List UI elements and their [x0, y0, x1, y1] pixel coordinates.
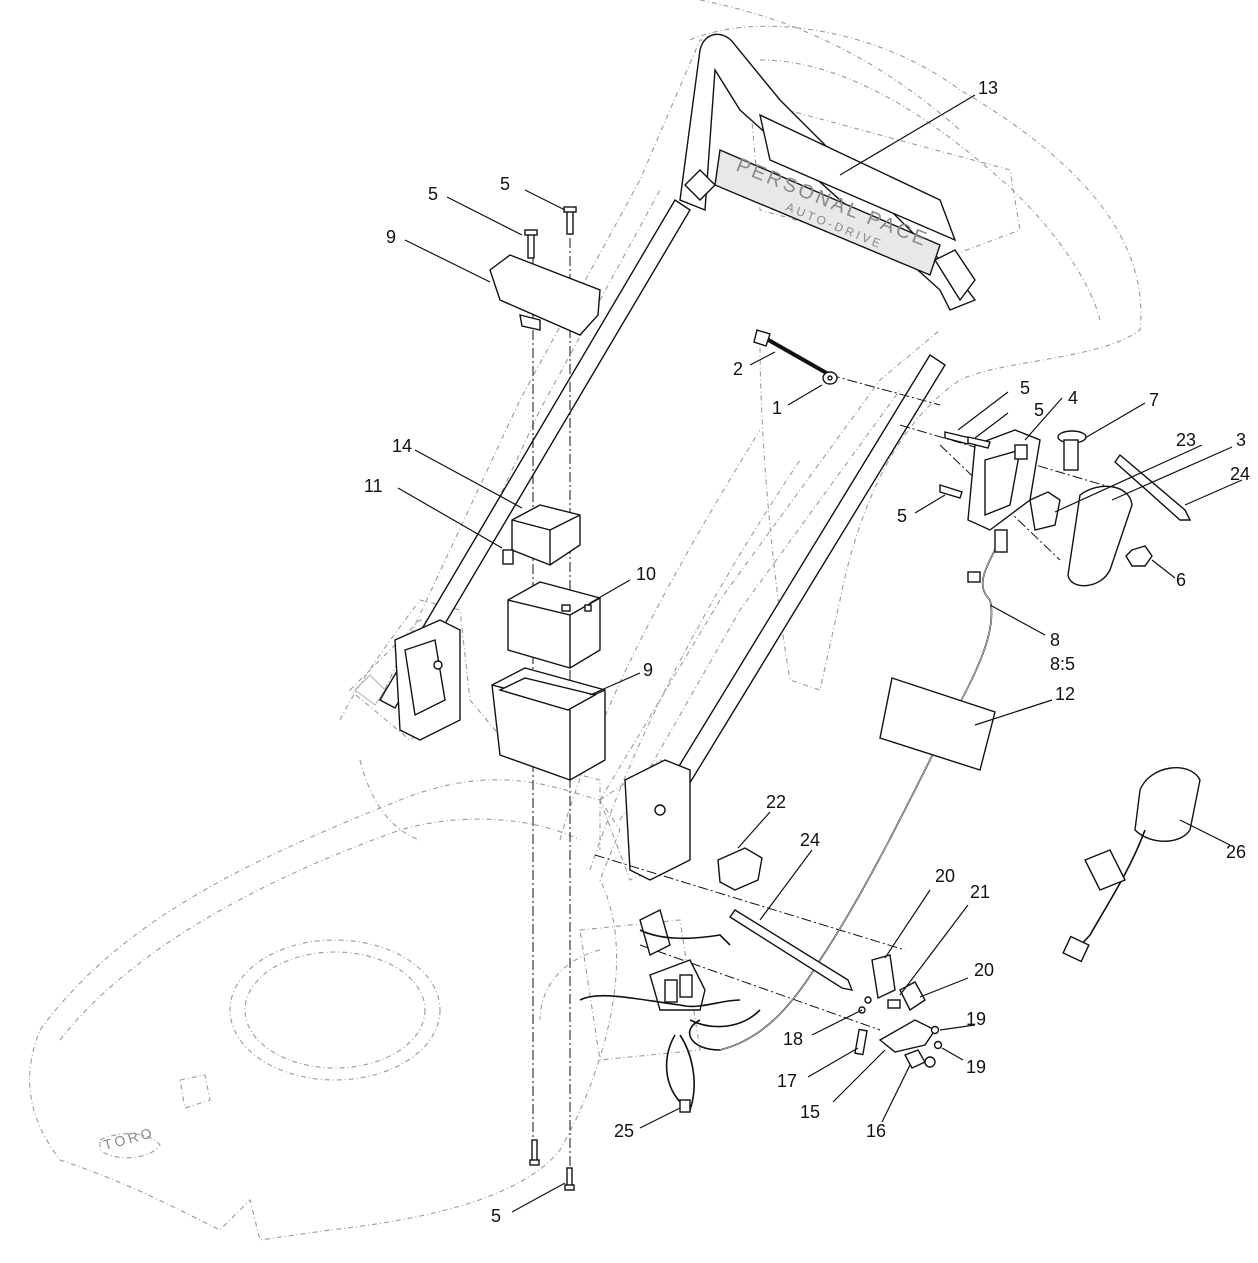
callout-24: 24	[1230, 464, 1250, 484]
callout-5: 5	[1020, 378, 1030, 398]
wire-harness	[688, 529, 1008, 1051]
callout-9: 9	[643, 660, 653, 680]
callout-23: 23	[1176, 430, 1196, 450]
alignment-lines	[532, 220, 1121, 1180]
callout-3: 3	[1236, 430, 1246, 450]
callout-9: 9	[386, 227, 396, 247]
leader-lines	[397, 94, 1243, 1213]
bolt	[753, 329, 831, 377]
callout-17: 17	[777, 1071, 797, 1091]
callout-19: 19	[966, 1009, 986, 1029]
control-cover	[1067, 485, 1133, 587]
micro-switch	[899, 981, 926, 1012]
cable-tie-lower	[729, 909, 854, 991]
callout-labels: 13 5 5 9 2 1 5 5 4 7 23 3 24 14 11 5 6 1…	[364, 78, 1250, 1226]
screw-right-2	[967, 436, 991, 449]
callout-5: 5	[1034, 400, 1044, 420]
screw-top-1	[524, 229, 538, 259]
battery-charger	[1062, 766, 1201, 963]
screw-bottom-1	[529, 1139, 540, 1166]
warning-decal	[879, 677, 996, 771]
ground-cable	[665, 1034, 695, 1113]
battery	[507, 581, 601, 669]
callout-26: 26	[1226, 842, 1246, 862]
callout-6: 6	[1176, 570, 1186, 590]
switch-bracket	[871, 954, 896, 1000]
lock-nuts	[930, 1025, 943, 1050]
callout-7: 7	[1149, 390, 1159, 410]
callout-14: 14	[392, 436, 412, 456]
handle-assembly: PERSONAL PACE AUTO-DRIVE	[379, 33, 977, 881]
foam-pad	[511, 504, 581, 566]
callout-21: 21	[970, 882, 990, 902]
callout-11: 11	[364, 476, 383, 496]
bail-lever	[878, 1019, 937, 1053]
shoulder-bolt	[904, 1049, 936, 1069]
switch-housing	[967, 429, 1041, 531]
battery-cover	[489, 254, 601, 336]
callout-25: 25	[614, 1121, 634, 1141]
clip	[502, 549, 514, 565]
callout-8-5: 8:5	[1050, 654, 1075, 674]
callout-5: 5	[428, 184, 438, 204]
callout-24: 24	[800, 830, 820, 850]
callout-20: 20	[974, 960, 994, 980]
deck-logo: TORO	[102, 1124, 157, 1153]
controller-module	[579, 908, 761, 1028]
callout-16: 16	[866, 1121, 886, 1141]
callout-5: 5	[491, 1206, 501, 1226]
battery-tray	[491, 667, 606, 781]
callout-19: 19	[966, 1057, 986, 1077]
screw-right-3	[939, 484, 963, 499]
callout-1: 1	[772, 398, 782, 418]
callout-4: 4	[1068, 388, 1078, 408]
fuse-holder	[717, 847, 763, 891]
callout-2: 2	[733, 359, 743, 379]
callout-8: 8	[1050, 630, 1060, 650]
callout-13: 13	[978, 78, 998, 98]
key	[1057, 430, 1087, 471]
nut	[1125, 545, 1153, 567]
callout-15: 15	[800, 1102, 820, 1122]
callout-10: 10	[636, 564, 656, 584]
stud	[854, 1028, 868, 1056]
callout-20: 20	[935, 866, 955, 886]
callout-22: 22	[766, 792, 786, 812]
screw-top-2	[563, 206, 577, 235]
callout-12: 12	[1055, 684, 1075, 704]
screw-bottom-2	[564, 1167, 575, 1191]
spacer	[887, 999, 901, 1009]
callout-5: 5	[500, 174, 510, 194]
screw-right-1	[944, 431, 971, 445]
callout-18: 18	[783, 1029, 803, 1049]
callout-5: 5	[897, 506, 907, 526]
key-switch	[1029, 491, 1061, 531]
washer	[822, 371, 838, 385]
cable-tie-upper	[1114, 453, 1192, 521]
